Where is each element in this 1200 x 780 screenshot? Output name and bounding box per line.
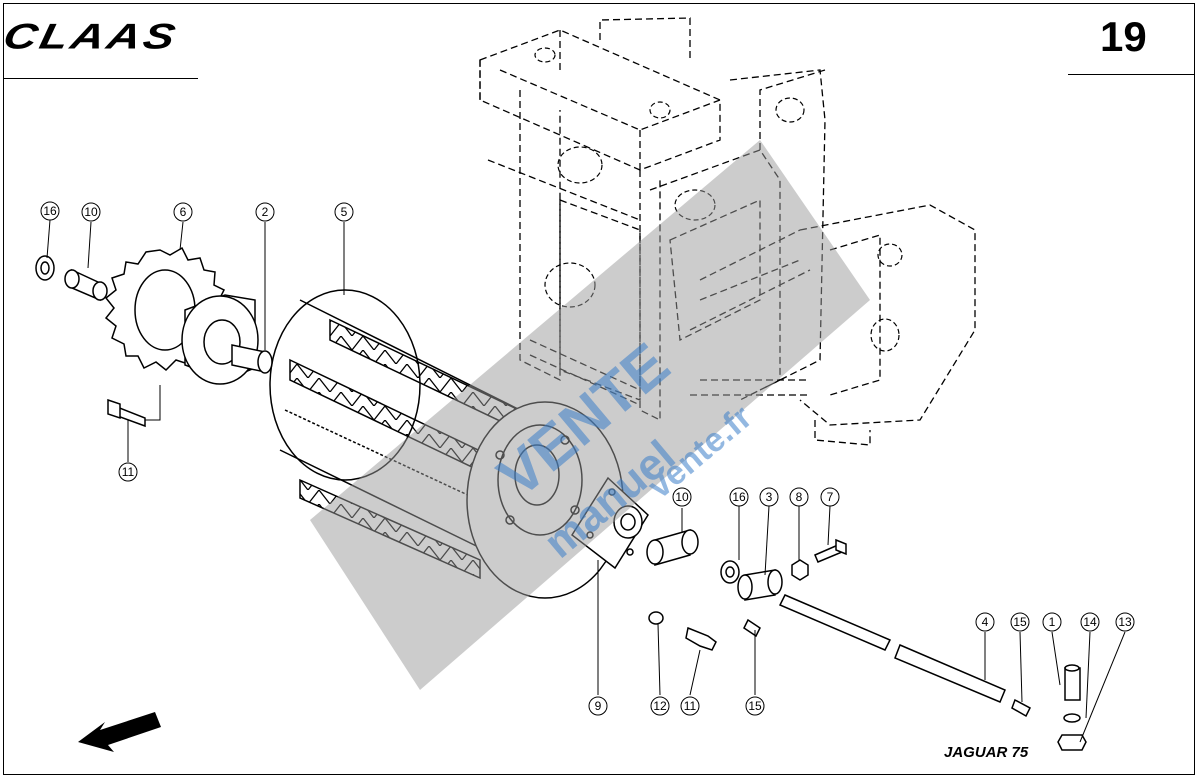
svg-text:4: 4 <box>982 615 989 629</box>
svg-text:11: 11 <box>122 465 135 479</box>
page-frame <box>3 3 1195 775</box>
svg-text:16: 16 <box>732 490 746 504</box>
page-number: 19 <box>1100 13 1147 60</box>
svg-text:6: 6 <box>180 205 187 219</box>
callout-9: 9 <box>588 696 608 716</box>
svg-text:3: 3 <box>766 490 773 504</box>
callout-13: 13 <box>1115 612 1135 632</box>
callout-11-right: 11 <box>680 696 700 716</box>
svg-text:16: 16 <box>43 204 57 218</box>
callout-11-left: 11 <box>118 462 138 482</box>
leader-lines <box>46 219 1126 743</box>
svg-text:9: 9 <box>595 699 602 713</box>
svg-text:1: 1 <box>1049 615 1056 629</box>
watermark-band <box>310 140 870 690</box>
page-number-underline <box>1068 74 1195 75</box>
callout-12: 12 <box>650 696 670 716</box>
callout-10-left: 10 <box>81 202 101 222</box>
right-shaft-parts <box>646 529 1087 751</box>
callout-16-left: 16 <box>40 201 60 221</box>
left-shaft-parts <box>35 246 273 428</box>
callout-7: 7 <box>820 487 840 507</box>
callout-2: 2 <box>255 202 275 222</box>
callout-15-bottom: 15 <box>745 696 765 716</box>
callout-8: 8 <box>789 487 809 507</box>
callout-4: 4 <box>975 612 995 632</box>
logo-underline <box>3 78 198 79</box>
svg-text:10: 10 <box>84 205 98 219</box>
callout-14: 14 <box>1080 612 1100 632</box>
callouts: 16 10 6 2 5 11 10 16 3 8 7 4 15 1 14 13 … <box>40 201 1135 716</box>
svg-text:13: 13 <box>1118 615 1132 629</box>
svg-text:7: 7 <box>827 490 834 504</box>
direction-arrow-icon <box>78 712 161 752</box>
svg-text:2: 2 <box>262 205 269 219</box>
callout-16-right: 16 <box>729 487 749 507</box>
svg-text:15: 15 <box>748 699 762 713</box>
callout-10-right: 10 <box>672 487 692 507</box>
svg-text:15: 15 <box>1013 615 1027 629</box>
callout-3: 3 <box>759 487 779 507</box>
callout-15-right: 15 <box>1010 612 1030 632</box>
svg-text:5: 5 <box>341 205 348 219</box>
callout-1: 1 <box>1042 612 1062 632</box>
model-label: JAGUAR 75 <box>944 744 1029 761</box>
callout-5: 5 <box>334 202 354 222</box>
svg-text:14: 14 <box>1083 615 1097 629</box>
svg-text:11: 11 <box>684 699 697 713</box>
svg-text:12: 12 <box>653 699 667 713</box>
callout-6: 6 <box>173 202 193 222</box>
svg-text:8: 8 <box>796 490 803 504</box>
svg-text:10: 10 <box>675 490 689 504</box>
